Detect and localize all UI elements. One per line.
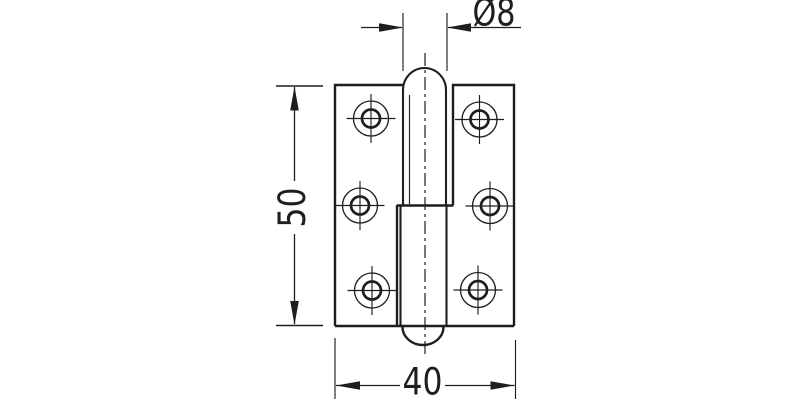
- pin-diameter-label: Ø8: [473, 0, 516, 35]
- dimension-width: 40: [334, 338, 517, 400]
- width-label: 40: [403, 361, 443, 400]
- left-leaf: [333, 83, 403, 326]
- pin-tip: [401, 326, 445, 347]
- upper-knuckle: [401, 66, 448, 205]
- screw-hole-middle-right: [464, 180, 516, 232]
- screw-hole-middle-left: [334, 179, 386, 232]
- screw-hole-top-left: [345, 92, 397, 145]
- screw-hole-bottom-right: [452, 264, 504, 316]
- height-label: 50: [271, 188, 314, 228]
- hinge-pin-knuckle: [397, 66, 454, 347]
- dimension-height: 50: [271, 85, 323, 327]
- dimension-pin-diameter: Ø8: [361, 0, 521, 71]
- screw-hole-top-right: [453, 93, 506, 146]
- screw-hole-bottom-left: [346, 264, 398, 317]
